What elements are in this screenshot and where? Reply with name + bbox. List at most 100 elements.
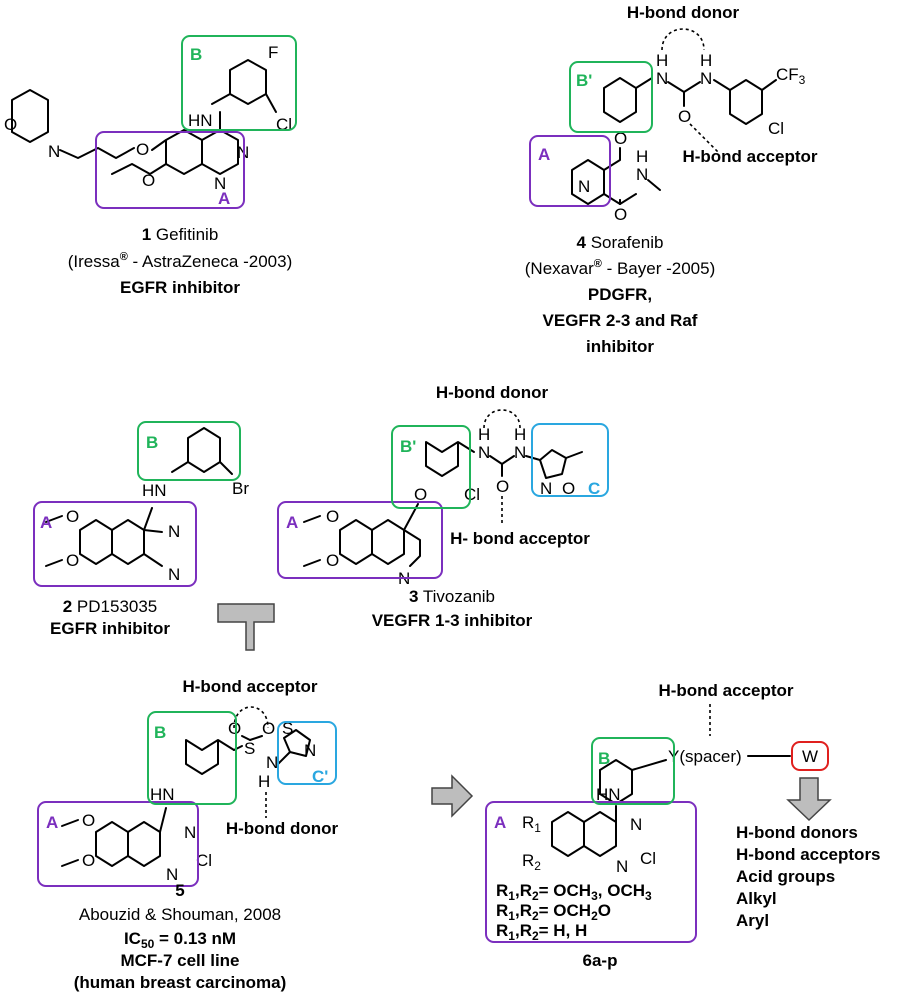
atom-n: N <box>636 165 648 184</box>
atom-n: N <box>578 177 590 196</box>
atom-n: N <box>168 522 180 541</box>
region-a-label: A <box>46 813 58 832</box>
compound-3-caption: 3 Tivozanib VEGFR 1-3 inhibitor <box>372 587 533 630</box>
compound-1-structure: O N O N N O HN F Cl A B <box>4 35 297 209</box>
region-b-label: B <box>146 433 158 452</box>
substituent-line: R1,R2= OCH3, OCH3 <box>496 881 652 903</box>
atom-o: O <box>82 851 95 870</box>
region-a-box <box>529 135 611 207</box>
atom-s: S <box>282 719 293 738</box>
compound-target: EGFR inhibitor <box>50 619 170 638</box>
hbond-acceptor-label: H-bond acceptor <box>682 147 817 166</box>
atom-h: H <box>478 425 490 444</box>
w-down-arrow <box>786 777 832 822</box>
hbond-donor-label: H-bond donor <box>436 383 549 402</box>
w-option: Acid groups <box>736 867 835 886</box>
atom-o: O <box>326 507 339 526</box>
compound-target-line: PDGFR, <box>588 285 652 304</box>
right-arrow <box>431 774 474 818</box>
atom-o: O <box>496 477 509 496</box>
atom-o: O <box>136 140 149 159</box>
atom-n: N <box>540 479 552 498</box>
w-option: Alkyl <box>736 889 777 908</box>
atom-hn: HN <box>142 481 167 500</box>
atom-cl: Cl <box>464 485 480 504</box>
region-b-box <box>137 421 241 481</box>
atom-n: N <box>478 443 490 462</box>
compound-6-structure: H-bond acceptor Y(spacer) W HN N N Cl R1… <box>485 681 829 943</box>
compound-origin: (Nexavar® - Bayer -2005) <box>525 258 715 278</box>
region-a-label: A <box>494 813 506 832</box>
region-a-box <box>277 501 443 579</box>
atom-n: N <box>700 69 712 88</box>
region-b-label: B' <box>576 71 592 90</box>
atom-o: O <box>614 129 627 148</box>
compound-target-line: VEGFR 2-3 and Raf <box>543 311 698 330</box>
region-c-box <box>531 423 609 497</box>
atom-o: O <box>142 171 155 190</box>
atom-n: N <box>304 741 316 760</box>
region-c-box <box>277 721 337 785</box>
atom-n: N <box>214 174 226 193</box>
w-option: H-bond acceptors <box>736 845 881 864</box>
substituent-line: R1,R2= H, H <box>496 921 587 943</box>
atom-n: N <box>48 142 60 161</box>
region-a-box <box>37 801 199 887</box>
hbond-donor-label: H-bond donor <box>226 819 339 838</box>
compound-reference: Abouzid & Shouman, 2008 <box>79 905 281 924</box>
compound-number: 5 <box>175 881 184 900</box>
region-a-box <box>485 801 697 943</box>
region-a-label: A <box>538 145 550 164</box>
compound-caption: 1 Gefitinib <box>142 225 219 244</box>
atom-o: O <box>66 551 79 570</box>
hbond-acceptor-label: H-bond acceptor <box>182 677 317 696</box>
atom-br: Br <box>232 479 249 498</box>
w-option: H-bond donors <box>736 823 858 842</box>
atom-hn: HN <box>596 785 621 804</box>
atom-r1: R1 <box>522 813 541 835</box>
atom-hn: HN <box>188 111 213 130</box>
atom-o: O <box>326 551 339 570</box>
compound-origin: (Iressa® - AstraZeneca -2003) <box>68 251 293 271</box>
atom-cl: Cl <box>640 849 656 868</box>
atom-cf3: CF3 <box>776 65 806 87</box>
compound-target-line: inhibitor <box>586 337 654 356</box>
region-a-box <box>33 501 197 587</box>
w-options-list: H-bond donors H-bond acceptors Acid grou… <box>736 823 881 930</box>
compound-cell-desc: (human breast carcinoma) <box>74 973 287 992</box>
compound-target: VEGFR 1-3 inhibitor <box>372 611 533 630</box>
substituent-line: R1,R2= OCH2O <box>496 901 611 923</box>
atom-cl: Cl <box>196 851 212 870</box>
region-a-label: A <box>218 189 230 208</box>
atom-h: H <box>258 772 270 791</box>
atom-n: N <box>616 857 628 876</box>
compound-target: EGFR inhibitor <box>120 278 240 297</box>
atom-s: S <box>244 739 255 758</box>
compound-1-caption: 1 Gefitinib (Iressa® - AstraZeneca -2003… <box>68 225 293 297</box>
compound-5-structure: H-bond acceptor O O S N H H-bond donor S… <box>37 677 339 887</box>
w-label: W <box>802 747 818 766</box>
region-c-label: C' <box>312 767 328 786</box>
atom-n: N <box>168 565 180 584</box>
atom-n: N <box>630 815 642 834</box>
compound-caption: 3 Tivozanib <box>409 587 495 606</box>
atom-n: N <box>656 69 668 88</box>
compound-ic50: IC50 = 0.13 nM <box>124 929 236 951</box>
atom-n: N <box>166 865 178 884</box>
region-b-label: B' <box>400 437 416 456</box>
atom-o: O <box>4 115 17 134</box>
atom-r2: R2 <box>522 851 541 873</box>
compound-caption: 2 PD153035 <box>63 597 158 616</box>
compound-4-caption: 4 Sorafenib (Nexavar® - Bayer -2005) PDG… <box>525 233 715 356</box>
compound-4-structure: H-bond donor H N H N O H-bond acceptor C… <box>529 3 818 224</box>
atom-h: H <box>514 425 526 444</box>
atom-hn: HN <box>150 785 175 804</box>
region-b-box <box>147 711 237 805</box>
atom-o: O <box>228 719 241 738</box>
atom-o: O <box>562 479 575 498</box>
region-a-box <box>95 131 245 209</box>
region-b-box <box>181 35 297 131</box>
atom-n: N <box>266 753 278 772</box>
region-b-label: B <box>598 749 610 768</box>
